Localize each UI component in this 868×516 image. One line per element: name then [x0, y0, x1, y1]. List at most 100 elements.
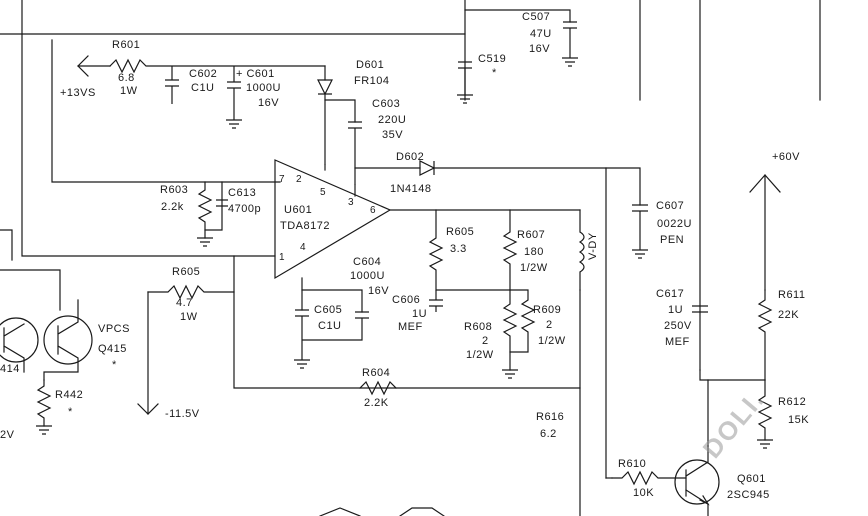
r603-ref: R603: [160, 184, 188, 196]
c604-ref: C604: [353, 256, 381, 268]
pin-4: 4: [300, 242, 306, 253]
c603-ref: C603: [372, 98, 400, 110]
r609-power: 1/2W: [538, 335, 566, 347]
c601-voltage: 16V: [258, 97, 279, 109]
resistor-r611: R611 22K: [757, 289, 805, 381]
resistor-r607: R607 180 1/2W: [502, 209, 547, 291]
capacitor-c605: C605 C1U: [294, 289, 369, 369]
c507-ref: C507: [522, 11, 550, 23]
bottom-partials: [319, 507, 445, 516]
left-voltage-label: 2V: [0, 429, 15, 441]
d602-part: 1N4148: [390, 183, 432, 195]
c613-ref: C613: [228, 187, 256, 199]
q415-ref: Q415: [98, 343, 127, 355]
capacitor-c519: C519 *: [457, 53, 506, 104]
resistor-r442: R442 *: [36, 379, 83, 435]
r611-value: 22K: [778, 309, 799, 321]
r605b-power: 1W: [180, 311, 198, 323]
r608-ref: R608: [464, 321, 492, 333]
r616-ref: R616: [536, 411, 564, 423]
capacitor-c601: + C601 1000U 16V: [226, 66, 280, 129]
capacitor-c606: C606 1U MEF: [392, 290, 443, 333]
transistor-q415: VPCS Q415 *: [43, 299, 130, 381]
capacitor-c604: C604 1000U 16V: [301, 256, 389, 311]
r442-note: *: [68, 406, 73, 418]
c603-voltage: 35V: [382, 129, 403, 141]
q601-part: 2SC945: [727, 489, 770, 501]
c606-value: 1U: [412, 308, 427, 320]
c602-ref: C602: [189, 68, 217, 80]
q601-ref: Q601: [737, 473, 766, 485]
r609-ref: R609: [533, 304, 561, 316]
pin-6: 6: [370, 205, 376, 216]
resistor-r603: R603 2.2k: [160, 181, 223, 239]
c604-value: 1000U: [350, 270, 385, 282]
capacitor-c602: C602 C1U: [165, 66, 217, 104]
capacitor-c603: C603 220U 35V: [324, 98, 406, 185]
c606-ref: C606: [392, 294, 420, 306]
transistor-q601: R610 10K Q601 2SC945: [605, 379, 770, 516]
diode-d602: D602 1N4148: [354, 151, 641, 479]
r605a-ref: R605: [446, 226, 474, 238]
capacitor-c607: C607 0022U PEN: [632, 200, 692, 259]
c507-voltage: 16V: [529, 43, 550, 55]
supply-neg-label: -11.5V: [165, 408, 200, 420]
vdy-label: V-DY: [587, 232, 599, 260]
r612-value: 15K: [788, 414, 809, 426]
supply-13vs-label: +13VS: [60, 87, 96, 99]
r611-ref: R611: [778, 289, 805, 301]
r603-value: 2.2k: [161, 201, 184, 213]
resistor-r604: R604 2.2K: [359, 367, 397, 409]
c519-note: *: [492, 67, 497, 79]
pin-1: 1: [279, 252, 285, 263]
resistor-r608: R608 2 1/2W: [464, 289, 518, 379]
c617-value: 1U: [668, 304, 683, 316]
supply-60v-label: +60V: [772, 151, 800, 163]
c602-value: C1U: [191, 82, 215, 94]
supply-60v-arrow: +60V: [749, 151, 800, 291]
q415-type: VPCS: [98, 323, 130, 335]
left-feedback-wiring: [0, 0, 581, 389]
r604-ref: R604: [362, 367, 390, 379]
r609-value: 2: [546, 319, 553, 331]
pin-5: 5: [320, 187, 326, 198]
r601-power: 1W: [120, 85, 138, 97]
r607-ref: R607: [517, 229, 545, 241]
supply-neg-arrow: -11.5V: [137, 403, 200, 420]
c617-ref: C617: [656, 288, 684, 300]
r601-value: 6.8: [118, 72, 135, 84]
resistor-r609: R609 2 1/2W: [509, 289, 566, 353]
pin-2: 2: [296, 174, 302, 185]
u601-part: TDA8172: [280, 220, 330, 232]
pin-3: 3: [348, 197, 354, 208]
r604-value: 2.2K: [364, 397, 389, 409]
c607-value: 0022U: [657, 218, 692, 230]
c617-type: MEF: [665, 336, 690, 348]
c604-voltage: 16V: [368, 285, 389, 297]
r607-value: 180: [524, 246, 544, 258]
supply-13v-wiring: [51, 39, 326, 183]
resistor-r605a: R605 3.3: [428, 209, 511, 291]
r605b-value: 4.7: [176, 297, 193, 309]
d601-ref: D601: [356, 59, 384, 71]
r608-value: 2: [482, 335, 489, 347]
pin-7: 7: [279, 174, 285, 185]
r608-power: 1/2W: [466, 349, 494, 361]
ic-u601: 7 2 5 3 6 4 1 U601 TDA8172: [274, 159, 581, 280]
c519-ref: C519: [478, 53, 506, 65]
c507-value: 47U: [530, 28, 552, 40]
capacitor-c617: C617 1U 250V MEF: [656, 288, 766, 381]
r612-ref: R612: [778, 396, 806, 408]
transistor-q414: 414: [0, 317, 39, 375]
c605-ref: C605: [314, 304, 342, 316]
u601-ref: U601: [284, 204, 312, 216]
q414-ref: 414: [0, 363, 20, 375]
c607-type: PEN: [660, 234, 684, 246]
c617-voltage: 250V: [664, 320, 692, 332]
r601-ref: R601: [112, 39, 140, 51]
r605b-ref: R605: [172, 266, 200, 278]
resistor-r616: R616 6.2: [536, 289, 581, 516]
r610-value: 10K: [633, 487, 654, 499]
